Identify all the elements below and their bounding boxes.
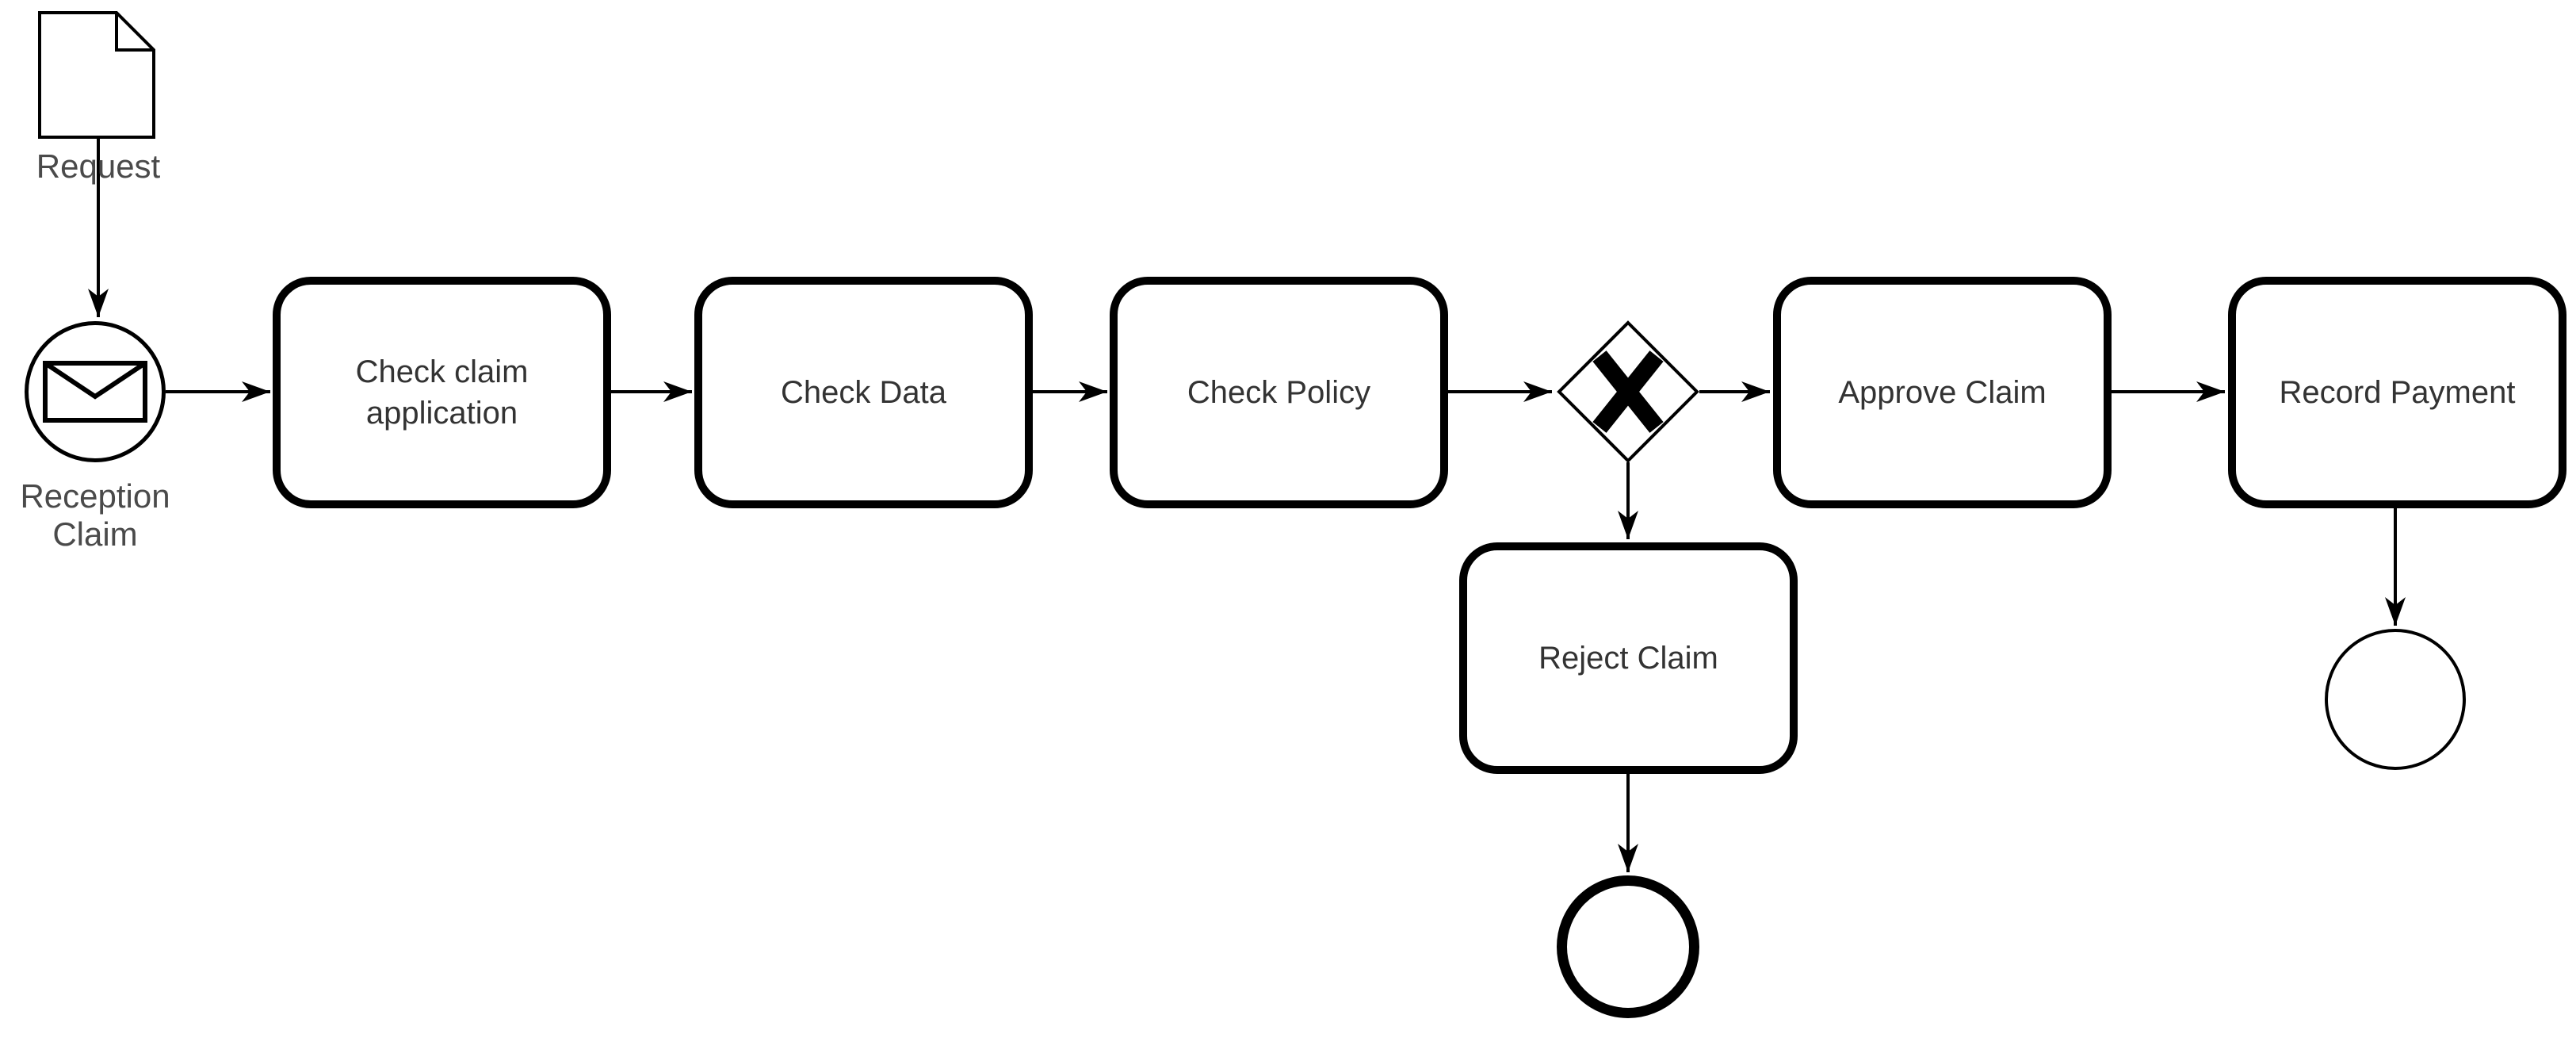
- exclusive-gateway: [1557, 320, 1699, 467]
- task-label: Reject Claim: [1538, 641, 1718, 676]
- end-event-after-reject: [1557, 875, 1699, 1018]
- task-check-claim-application: Check claim application: [273, 277, 611, 508]
- end-event-after-payment: [2325, 629, 2466, 770]
- task-approve-claim: Approve Claim: [1773, 277, 2112, 508]
- task-label: Check claim application: [355, 354, 529, 431]
- task-record-payment: Record Payment: [2228, 277, 2566, 508]
- task-check-policy: Check Policy: [1110, 277, 1448, 508]
- x-gateway-icon: [1592, 350, 1664, 433]
- data-object-request: [37, 10, 156, 144]
- task-label: Check Policy: [1187, 375, 1371, 410]
- task-label: Approve Claim: [1838, 375, 2047, 410]
- task-label: Check Data: [781, 375, 946, 410]
- document-icon: [38, 11, 155, 139]
- task-reject-claim: Reject Claim: [1459, 542, 1798, 774]
- envelope-icon: [43, 361, 147, 423]
- task-check-data: Check Data: [694, 277, 1033, 508]
- start-event-label: Reception Claim: [20, 477, 170, 553]
- data-object-label: Request: [36, 147, 161, 185]
- task-label: Record Payment: [2279, 375, 2516, 410]
- start-event-message: [25, 321, 166, 462]
